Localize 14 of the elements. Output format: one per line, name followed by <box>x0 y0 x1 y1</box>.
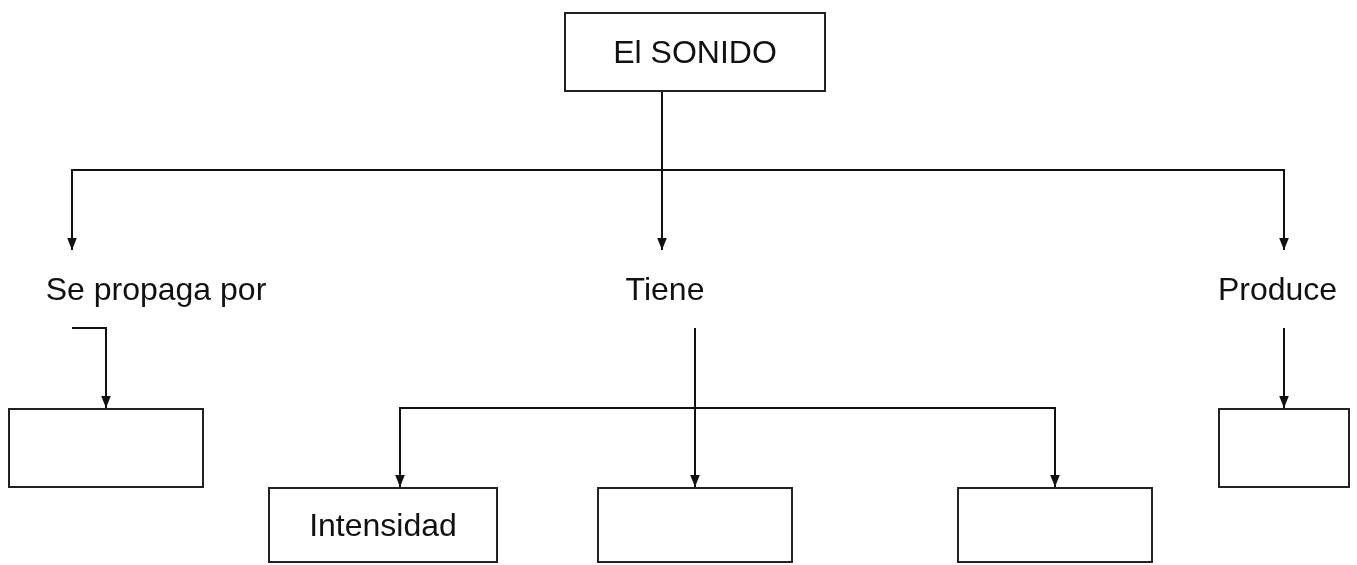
box-label: El SONIDO <box>613 33 777 71</box>
empty-box <box>597 487 793 563</box>
arrow <box>694 327 1060 488</box>
arrow <box>71 327 111 409</box>
concept-box <box>564 12 826 92</box>
empty-box <box>1218 408 1350 488</box>
linking-phrase: Tiene <box>625 270 705 308</box>
concept-box <box>268 487 498 563</box>
arrow <box>1279 327 1289 409</box>
empty-box <box>957 487 1153 563</box>
empty-box <box>8 408 204 488</box>
linking-phrase: Produce <box>1217 270 1338 308</box>
box-label: Intensidad <box>309 506 457 544</box>
linking-phrase: Se propaga por <box>45 270 267 308</box>
